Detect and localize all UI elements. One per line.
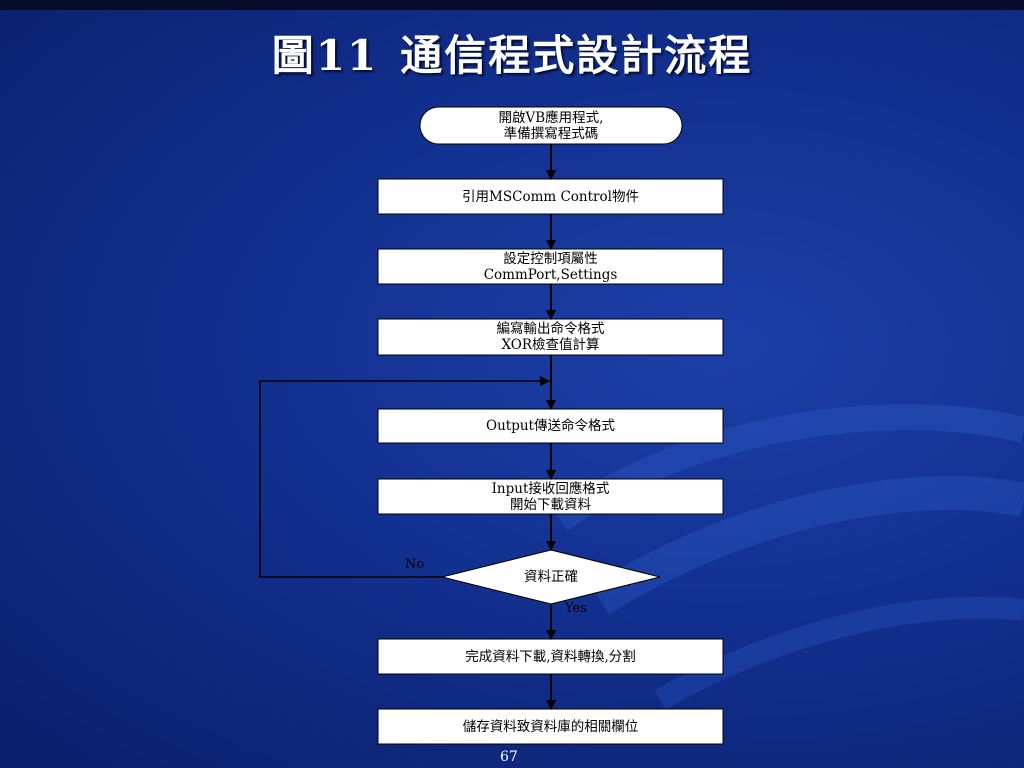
- decision-text: 資料正確: [524, 569, 578, 585]
- step5-text: Input接收回應格式 開始下載資料: [491, 480, 610, 513]
- slide-title: 圖11 通信程式設計流程: [0, 22, 1024, 83]
- no-label: No: [405, 557, 425, 572]
- page-number: 67: [500, 749, 518, 765]
- figure-number: 圖11: [271, 31, 379, 80]
- step1-text: 引用MSComm Control物件: [462, 188, 639, 205]
- step-write-output-format: [377, 318, 724, 356]
- step7-text: 儲存資料致資料庫的相關欄位: [462, 718, 639, 735]
- step-output-send: [377, 408, 724, 444]
- step6-text: 完成資料下載,資料轉換,分割: [465, 648, 636, 665]
- top-bar: [0, 0, 1024, 10]
- step3-text: 編寫輸出命令格式 XOR檢查值計算: [496, 321, 605, 353]
- step2-text: 設定控制項屬性 CommPort,Settings: [483, 250, 618, 283]
- title-text: 通信程式設計流程: [400, 31, 753, 80]
- yes-label: Yes: [565, 601, 587, 616]
- loop-back-no: [259, 376, 550, 578]
- step-reference-mscomm: [377, 178, 724, 215]
- start-text: 開啟VB應用程式, 準備撰寫程式碼: [498, 109, 604, 142]
- step4-text: Output傳送命令格式: [486, 418, 615, 434]
- step-set-properties: [377, 248, 724, 285]
